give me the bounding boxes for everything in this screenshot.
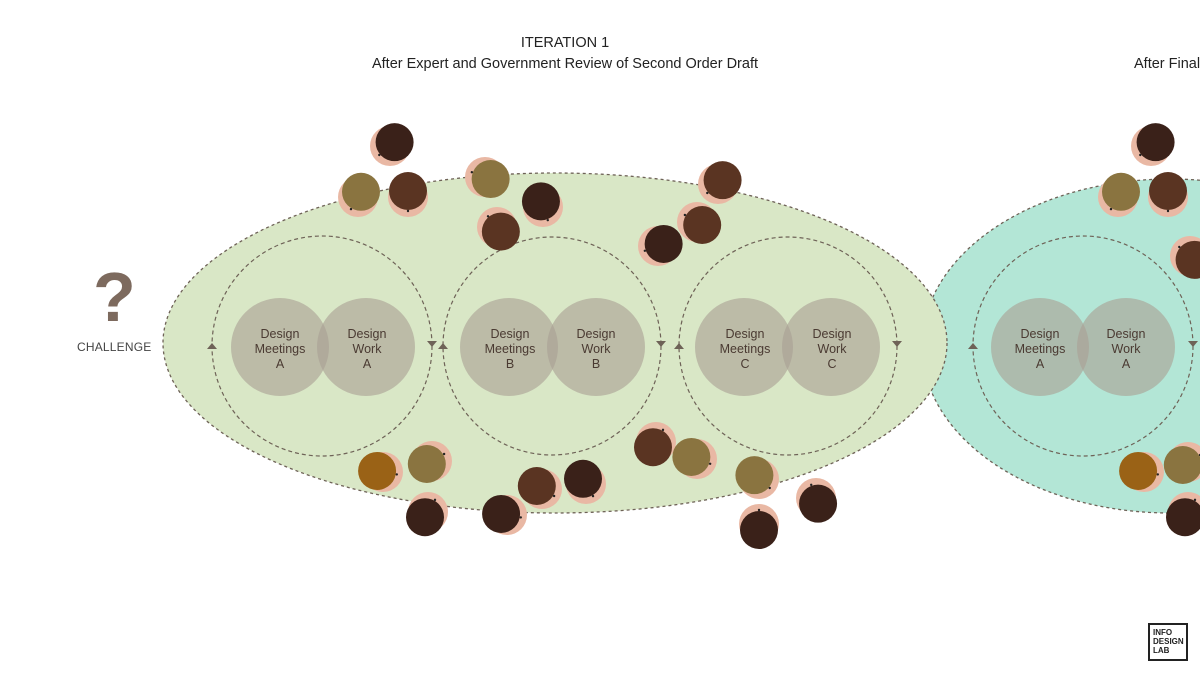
venn-left-circle-3 [991, 298, 1089, 396]
participant-head-icon-11 [406, 492, 448, 537]
participant-head-icon-4 [521, 182, 563, 227]
participant-head-icon-15 [634, 422, 676, 467]
participant-head-icon-10 [407, 441, 452, 483]
challenge-label: CHALLENGE [77, 340, 152, 354]
participant-head-icon-8 [638, 224, 683, 266]
cycle-arrow-icon-4 [674, 343, 684, 349]
cycle-arrow-icon-0 [207, 343, 217, 349]
participant-head-icon-22 [1148, 172, 1188, 217]
participant-head-icon-6 [698, 161, 742, 204]
cycle-arrow-icon-1 [427, 341, 437, 347]
cycle-arrow-icon-2 [438, 343, 448, 349]
participant-head-icon-24 [1119, 451, 1164, 492]
venn-right-circle-0 [317, 298, 415, 396]
venn-left-circle-1 [460, 298, 558, 396]
participant-head-icon-9 [358, 451, 403, 492]
participant-head-icon-17 [735, 456, 779, 499]
question-mark-icon: ? [93, 258, 136, 336]
participant-head-icon-1 [338, 172, 380, 217]
participant-head-icon-19 [739, 504, 779, 549]
venn-right-circle-2 [782, 298, 880, 396]
participant-head-icon-26 [1166, 492, 1200, 537]
next-iteration-subtitle: After Final [1134, 56, 1200, 72]
participant-head-icon-23 [1170, 236, 1200, 279]
venn-left-circle-0 [231, 298, 329, 396]
iteration-title: ITERATION 1 [520, 35, 610, 51]
participant-head-icon-3 [465, 157, 510, 199]
participant-head-icon-7 [677, 202, 722, 244]
participant-head-icon-5 [477, 207, 520, 251]
cycle-arrow-icon-7 [1188, 341, 1198, 347]
info-design-lab-logo: INFO DESIGN LAB [1148, 623, 1188, 661]
participant-head-icon-20 [1131, 123, 1175, 166]
cycle-arrow-icon-6 [968, 343, 978, 349]
participant-head-icon-0 [370, 123, 414, 166]
participant-head-icon-21 [1098, 172, 1140, 217]
venn-left-circle-2 [695, 298, 793, 396]
cycle-arrow-icon-3 [656, 341, 666, 347]
participant-head-icon-13 [517, 467, 562, 509]
venn-right-circle-1 [547, 298, 645, 396]
iteration-subtitle: After Expert and Government Review of Se… [371, 56, 759, 72]
participant-head-icon-12 [482, 494, 527, 535]
participant-head-icon-25 [1163, 442, 1200, 484]
participant-head-icon-16 [672, 437, 717, 479]
venn-right-circle-3 [1077, 298, 1175, 396]
participant-head-icon-2 [388, 172, 428, 217]
participant-head-icon-18 [796, 478, 838, 523]
cycle-arrow-icon-5 [892, 341, 902, 347]
participant-head-icon-14 [564, 459, 606, 504]
